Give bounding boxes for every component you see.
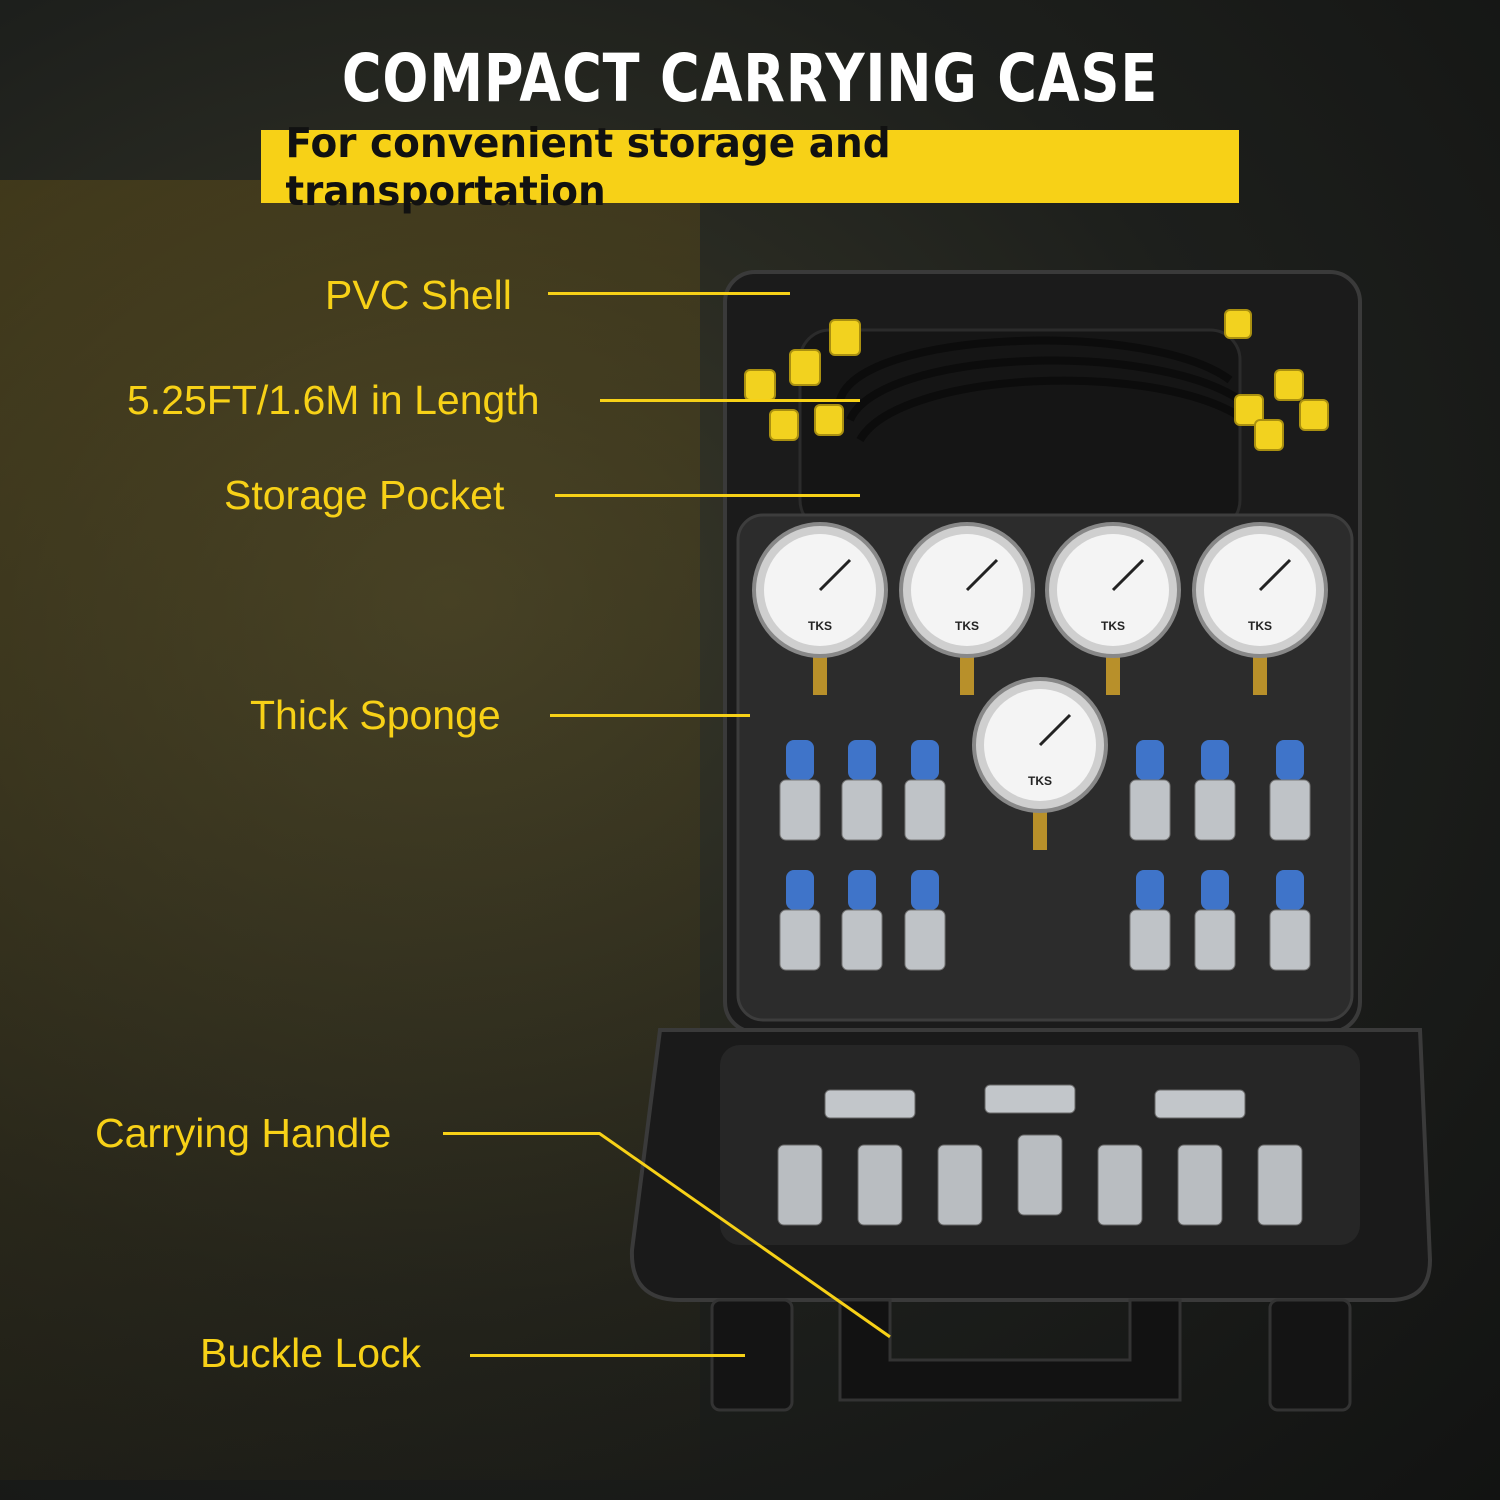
adapter-fitting (1097, 1144, 1143, 1226)
tee-fitting (1154, 1089, 1246, 1119)
quick-coupler-fitting (904, 870, 946, 971)
pressure-gauge: TKS (752, 522, 888, 695)
carrying-handle (838, 1298, 1182, 1402)
gauge-brand: TKS (808, 619, 832, 633)
quick-coupler-fitting (841, 740, 883, 841)
callout-line-pvc-shell (548, 292, 790, 295)
hoses (836, 336, 1248, 443)
pressure-gauge: TKS (1045, 522, 1181, 695)
quick-coupler-fitting (1129, 740, 1171, 841)
gauge-brand: TKS (1028, 774, 1052, 788)
subtitle-text: For convenient storage and transportatio… (285, 118, 891, 215)
callout-line-thick-sponge (550, 714, 750, 717)
gauge-brand: TKS (955, 619, 979, 633)
callout-buckle-lock: Buckle Lock (200, 1330, 422, 1376)
tee-fitting (984, 1084, 1076, 1114)
callout-line-carrying-handle (443, 1132, 600, 1135)
adapter-fitting (1257, 1144, 1303, 1226)
pressure-gauge: TKS (972, 677, 1108, 850)
callout-pvc-shell: PVC Shell (325, 272, 512, 318)
adapter-fitting (777, 1144, 823, 1226)
pressure-gauge: TKS (899, 522, 1035, 695)
callout-line-length (600, 399, 860, 402)
quick-coupler-fitting (779, 740, 821, 841)
quick-coupler-fitting (1129, 870, 1171, 971)
adapter-fitting (937, 1144, 983, 1226)
quick-coupler-fitting (1269, 740, 1311, 841)
subtitle-banner: For convenient storage and transportatio… (261, 119, 1239, 215)
adapter-fitting (857, 1144, 903, 1226)
quick-coupler-fitting (1194, 740, 1236, 841)
adapter-fitting (1177, 1144, 1223, 1226)
gauge-brand: TKS (1248, 619, 1272, 633)
quick-coupler-fitting (841, 870, 883, 971)
quick-coupler-fitting (779, 870, 821, 971)
quick-coupler-fitting (1194, 870, 1236, 971)
quick-coupler-fitting (904, 740, 946, 841)
excavator-background (0, 180, 700, 1480)
callout-storage-pocket: Storage Pocket (224, 472, 505, 518)
callout-line-storage-pocket (555, 494, 860, 497)
pressure-gauge: TKS (1192, 522, 1328, 695)
callout-carrying-handle: Carrying Handle (95, 1110, 392, 1156)
tee-fitting (824, 1089, 916, 1119)
page-title: COMPACT CARRYING CASE (341, 40, 1159, 117)
gauge-brand: TKS (1101, 619, 1125, 633)
hose-fittings (744, 309, 1329, 451)
buckle-lock-right (1268, 1298, 1352, 1412)
callout-line-buckle-lock (470, 1354, 745, 1357)
callout-length: 5.25FT/1.6M in Length (127, 377, 540, 423)
adapter-fitting (1017, 1134, 1063, 1216)
quick-coupler-fitting (1269, 870, 1311, 971)
callout-thick-sponge: Thick Sponge (250, 692, 501, 738)
